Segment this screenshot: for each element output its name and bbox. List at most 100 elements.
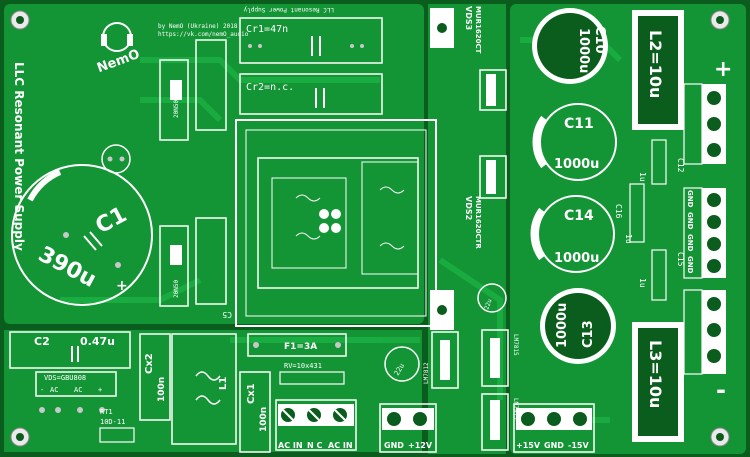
- thermistor-rt1: RT1 10D-11: [99, 408, 135, 443]
- bias-label-gnd: GND: [544, 441, 564, 450]
- c11-ref: C11: [564, 116, 594, 132]
- cx1-value: 100n: [259, 407, 269, 432]
- terminal-block-ac-in: AC IN N C AC IN: [275, 399, 357, 451]
- regulator-lm7815: LM7815: [481, 329, 519, 387]
- ac-in-label-2: N C: [307, 441, 322, 450]
- capacitor-c13: C13 1000u: [540, 288, 616, 364]
- l2-label: L2=10u: [646, 30, 665, 98]
- terminal-block-out-minus: [683, 289, 726, 375]
- capacitor-c12: C12 1u: [638, 139, 685, 185]
- rt1-ref: RT1: [100, 408, 113, 416]
- c2-ref: C2: [34, 335, 50, 348]
- vds1-plus: +: [98, 386, 102, 394]
- board-title: LLC Resonant Power Supply: [12, 62, 26, 251]
- gnd-label-2: GND: [686, 212, 694, 230]
- f1-label: F1=3A: [284, 342, 317, 352]
- c14-value: 1000u: [554, 251, 599, 266]
- capacitor-c16: C16 1u: [614, 183, 645, 244]
- aux-label-12v: +12V: [408, 441, 433, 450]
- l3-label: L3=10u: [646, 340, 665, 408]
- vds1-ac2: AC: [74, 386, 82, 394]
- varistor-rv1: [279, 371, 345, 385]
- c11-value: 1000u: [554, 157, 599, 172]
- capacitor-c6: 22u: [477, 283, 507, 313]
- c14-ref: C14: [564, 208, 594, 224]
- c13-ref: C13: [581, 320, 596, 348]
- diode-vds3: VDS3 MUR1620CT: [430, 6, 507, 111]
- capacitor-cr2: Cr2=n.c.: [239, 73, 383, 115]
- inductor-l3: L3=10u: [632, 322, 684, 442]
- output-minus-sign: -: [716, 376, 726, 404]
- c16-ref: C16: [614, 204, 623, 219]
- l1-ref: L1: [218, 377, 229, 390]
- transformer-tr1: [235, 119, 437, 327]
- credit-line-1: LLC Resonant Power Supply: [243, 6, 334, 13]
- capacitor-cx1: Cx1 100n: [239, 371, 271, 453]
- vds1-label: VDS=GBU808: [44, 374, 86, 382]
- capacitor-c11: C11 1000u: [532, 103, 617, 181]
- cr1-label: Cr1=47n: [246, 24, 288, 35]
- mounting-holes: [10, 10, 730, 447]
- u3-ref: LM7915: [512, 398, 519, 420]
- inductor-l2: L2=10u: [632, 10, 684, 130]
- rt1-value: 10D-11: [100, 418, 125, 426]
- capacitor-cx2: Cx2 100n: [139, 333, 171, 421]
- terminal-block-aux: GND +12V: [379, 403, 437, 453]
- u2-ref: LM7815: [512, 334, 519, 356]
- transistor-q1: 20N50: [159, 39, 227, 141]
- output-plus-sign: +: [714, 57, 732, 82]
- inductor-l1: L1: [171, 333, 237, 445]
- vds3-ref: VDS3: [464, 6, 473, 30]
- capacitor-cr1: Cr1=47n: [239, 17, 383, 64]
- c2-value: 0.47u: [80, 335, 115, 348]
- regulator-lm7812: LM7812: [423, 331, 459, 389]
- cr2-label: Cr2=n.c.: [246, 82, 294, 93]
- cx2-value: 100n: [157, 377, 167, 402]
- q2-ref: 20N50: [173, 280, 180, 298]
- c15-ref: C15: [676, 252, 685, 267]
- vds2-ref: VDS2: [464, 196, 473, 220]
- terminal-block-bias: +15V GND -15V: [513, 403, 595, 453]
- u1-ref: LM7812: [423, 362, 430, 384]
- rv1-label: RV=10x431: [284, 362, 322, 370]
- c10-value: 1000u: [576, 28, 591, 73]
- gnd-label-4: GND: [686, 256, 694, 274]
- c6-value: 22u: [483, 298, 493, 311]
- capacitor-c3-small: [101, 144, 131, 174]
- vds3-part: MUR1620CT: [474, 6, 482, 54]
- gnd-label-1: GND: [686, 190, 694, 208]
- credit-line-2: by NemO (Ukraine) 2018: [158, 23, 238, 30]
- vds2-part: MUR1620CTR: [474, 196, 482, 249]
- vds1-minus: -: [40, 386, 44, 394]
- c1-plus: +: [116, 278, 128, 294]
- c10-ref: C10: [592, 26, 607, 54]
- regulator-lm7915: LM7915: [481, 393, 519, 451]
- capacitor-c15: C15 1u: [638, 249, 685, 301]
- c16-value: 1u: [624, 234, 633, 244]
- ac-in-label-1: AC IN: [278, 441, 303, 450]
- c15-value: 1u: [638, 278, 647, 288]
- transistor-q2: 20N50: [159, 217, 227, 307]
- cx1-ref: Cx1: [246, 383, 257, 404]
- credit-line-3: https://vk.com/nemO_audio: [158, 31, 249, 38]
- ac-in-label-3: AC IN: [328, 441, 353, 450]
- capacitor-c14: C14 1000u: [530, 195, 615, 273]
- c13-value: 1000u: [555, 303, 570, 348]
- vds1-ac1: AC: [50, 386, 58, 394]
- terminal-block-out-gnd: GND GND GND GND: [683, 187, 726, 279]
- c12-ref: C12: [676, 158, 685, 173]
- capacitor-c10: C10 1000u: [532, 8, 608, 84]
- gnd-label-3: GND: [686, 234, 694, 252]
- diode-vds2: VDS2 MUR1620CTR: [430, 155, 507, 330]
- bias-label-15v: +15V: [516, 441, 541, 450]
- capacitor-c2: C2 0.47u: [9, 331, 131, 369]
- bridge-rectifier-vds1: VDS=GBU808 AC AC - +: [35, 371, 117, 413]
- aux-label-gnd: GND: [384, 441, 404, 450]
- bias-label-m15v: -15V: [568, 441, 589, 450]
- fuse-f1: F1=3A: [247, 333, 347, 357]
- terminal-block-out-plus: [683, 83, 726, 165]
- cx2-ref: Cx2: [144, 353, 155, 374]
- c12-value: 1u: [638, 172, 647, 182]
- heatsink-label: C5: [222, 310, 232, 319]
